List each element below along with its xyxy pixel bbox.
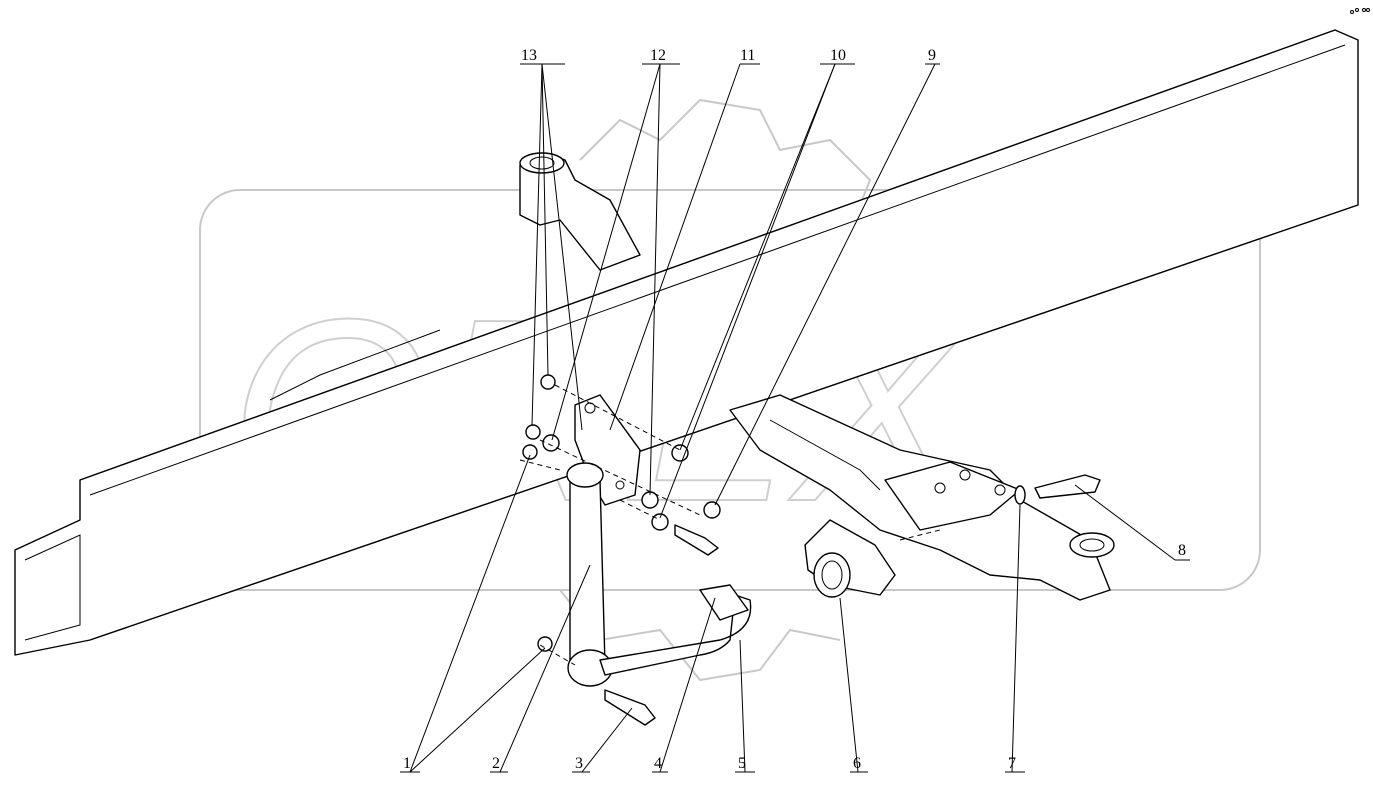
callout-2: 2 bbox=[492, 755, 500, 772]
nut-1 bbox=[537, 636, 553, 652]
callout-labels: 13 12 11 10 9 1 2 3 4 5 6 7 8 bbox=[403, 47, 1186, 772]
callout-3: 3 bbox=[575, 755, 583, 772]
fasteners bbox=[519, 374, 1101, 726]
callout-11: 11 bbox=[740, 47, 755, 64]
callout-13: 13 bbox=[521, 47, 537, 64]
callout-4: 4 bbox=[654, 755, 662, 772]
clamp-part bbox=[804, 519, 896, 598]
callout-12: 12 bbox=[650, 47, 666, 64]
callout-6: 6 bbox=[853, 755, 861, 772]
frame-rail bbox=[14, 29, 1359, 656]
callout-10: 10 bbox=[830, 47, 846, 64]
bolt-3 bbox=[604, 689, 656, 726]
corner-mark bbox=[1350, 8, 1370, 14]
washer-12a bbox=[542, 434, 560, 452]
leader-lines bbox=[400, 63, 1190, 773]
washer-7 bbox=[1014, 485, 1026, 505]
stabilizer-bar bbox=[599, 584, 752, 676]
bolt-8 bbox=[1034, 474, 1101, 499]
nut-9 bbox=[703, 501, 721, 519]
callout-9: 9 bbox=[928, 47, 936, 64]
link-rod bbox=[566, 462, 613, 687]
nut-10b bbox=[651, 513, 669, 531]
bracket-assembly-right bbox=[729, 394, 1115, 601]
nut-13a bbox=[540, 374, 556, 390]
nut-13b bbox=[525, 424, 541, 440]
callout-1: 1 bbox=[403, 755, 411, 772]
callout-8: 8 bbox=[1178, 542, 1186, 559]
nut-13c bbox=[522, 444, 538, 460]
bolt-mid bbox=[674, 524, 719, 556]
callout-5: 5 bbox=[738, 755, 746, 772]
nut-10a bbox=[671, 444, 689, 462]
callout-7: 7 bbox=[1008, 755, 1016, 772]
